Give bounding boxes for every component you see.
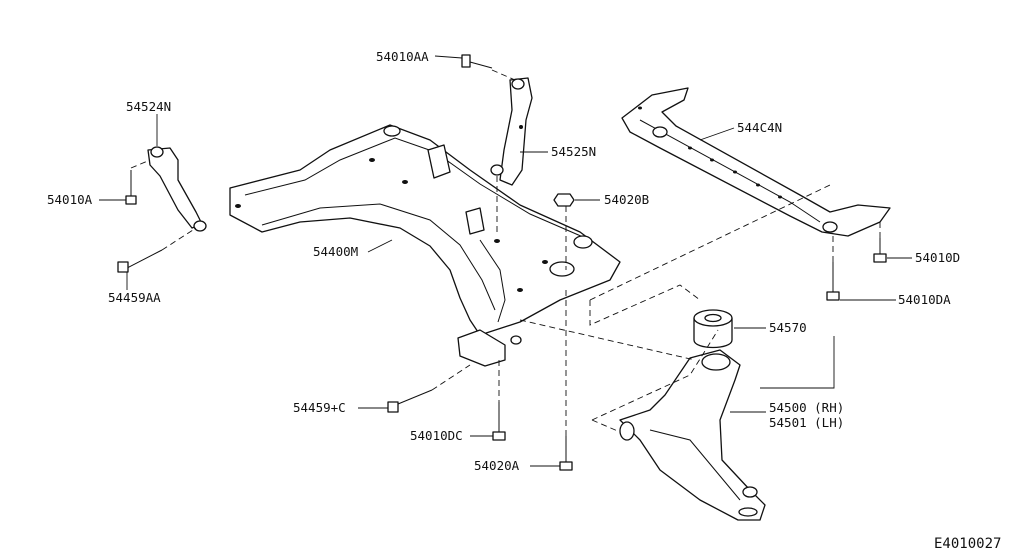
bolt-54010DA (826, 262, 840, 301)
label-54570: 54570 (769, 320, 807, 335)
part-labels: 54010AA 54524N 54525N 544C4N 54010A 5402… (47, 49, 1001, 552)
diagram-ref-code: E4010027 (934, 536, 1001, 552)
label-54459C: 54459+C (293, 400, 346, 415)
label-54010D: 54010D (915, 250, 960, 265)
label-544C4N: 544C4N (737, 120, 782, 135)
label-54010AA: 54010AA (376, 49, 429, 64)
label-54020A: 54020A (474, 458, 520, 473)
assembly-lines (130, 69, 881, 436)
label-54010DA: 54010DA (898, 292, 951, 307)
label-54400M: 54400M (313, 244, 358, 259)
label-54500: 54500 (RH) (769, 400, 844, 415)
suspension-member-54400M (229, 124, 621, 367)
bushing-54570 (693, 309, 733, 349)
nut-54020B (553, 193, 575, 207)
bolt-54010DC (492, 402, 506, 441)
label-54020B: 54020B (604, 192, 649, 207)
bolt-54459C (387, 389, 433, 413)
bolt-54020A (559, 436, 573, 471)
bolt-54010AA (461, 54, 493, 69)
link-54525N (490, 77, 533, 186)
bolt-54010D (873, 238, 887, 263)
label-54524N: 54524N (126, 99, 171, 114)
label-54501: 54501 (LH) (769, 415, 844, 430)
leader-lines (99, 55, 912, 467)
bolt-54010A (125, 170, 137, 205)
label-54525N: 54525N (551, 144, 596, 159)
link-54524N (147, 146, 207, 232)
label-54459AA: 54459AA (108, 290, 161, 305)
lower-arm-54500 (619, 349, 766, 521)
label-54010DC: 54010DC (410, 428, 463, 443)
label-54010A: 54010A (47, 192, 93, 207)
bolt-54459AA (117, 249, 163, 273)
stiffener-544C4N (621, 87, 891, 237)
